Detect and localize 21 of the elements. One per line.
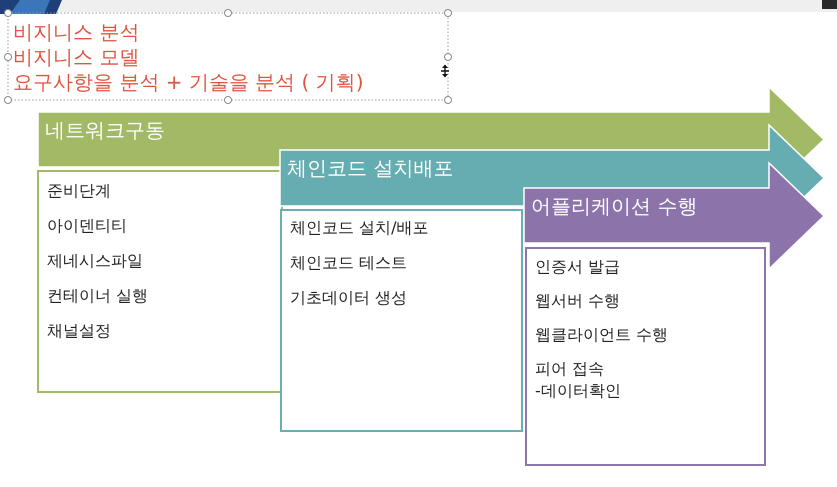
list-panel bbox=[525, 247, 766, 466]
list-item: 채널설정 bbox=[47, 320, 111, 342]
list-panel bbox=[280, 209, 523, 432]
list-item: 아이덴티티 bbox=[47, 215, 127, 237]
list-item: 웹클라이언트 수행 bbox=[535, 324, 668, 346]
list-item: 제네시스파일 bbox=[47, 250, 143, 272]
list-item: 준비단계 bbox=[47, 180, 111, 202]
stage-title: 체인코드 설치배포 bbox=[287, 155, 454, 182]
list-item: 체인코드 설치/배포 bbox=[290, 217, 428, 239]
stage-title: 네트워크구동 bbox=[45, 117, 165, 144]
list-item: 피어 접속 -데이터확인 bbox=[535, 358, 621, 402]
list-item: 체인코드 테스트 bbox=[290, 252, 408, 274]
list-item: 기초데이터 생성 bbox=[290, 287, 408, 309]
list-item: 컨테이너 실행 bbox=[47, 285, 148, 307]
note-text: 비지니스 분석 bbox=[13, 20, 140, 45]
list-item: 웹서버 수행 bbox=[535, 290, 620, 312]
list-item: 인증서 발급 bbox=[535, 256, 620, 278]
list-panel bbox=[37, 170, 283, 393]
note-text: 요구사항을 분석 + 기술을 분석 ( 기획) bbox=[13, 70, 364, 95]
note-text: 비지니스 모델 bbox=[13, 45, 140, 70]
stage-title: 어플리케이션 수행 bbox=[531, 193, 698, 220]
